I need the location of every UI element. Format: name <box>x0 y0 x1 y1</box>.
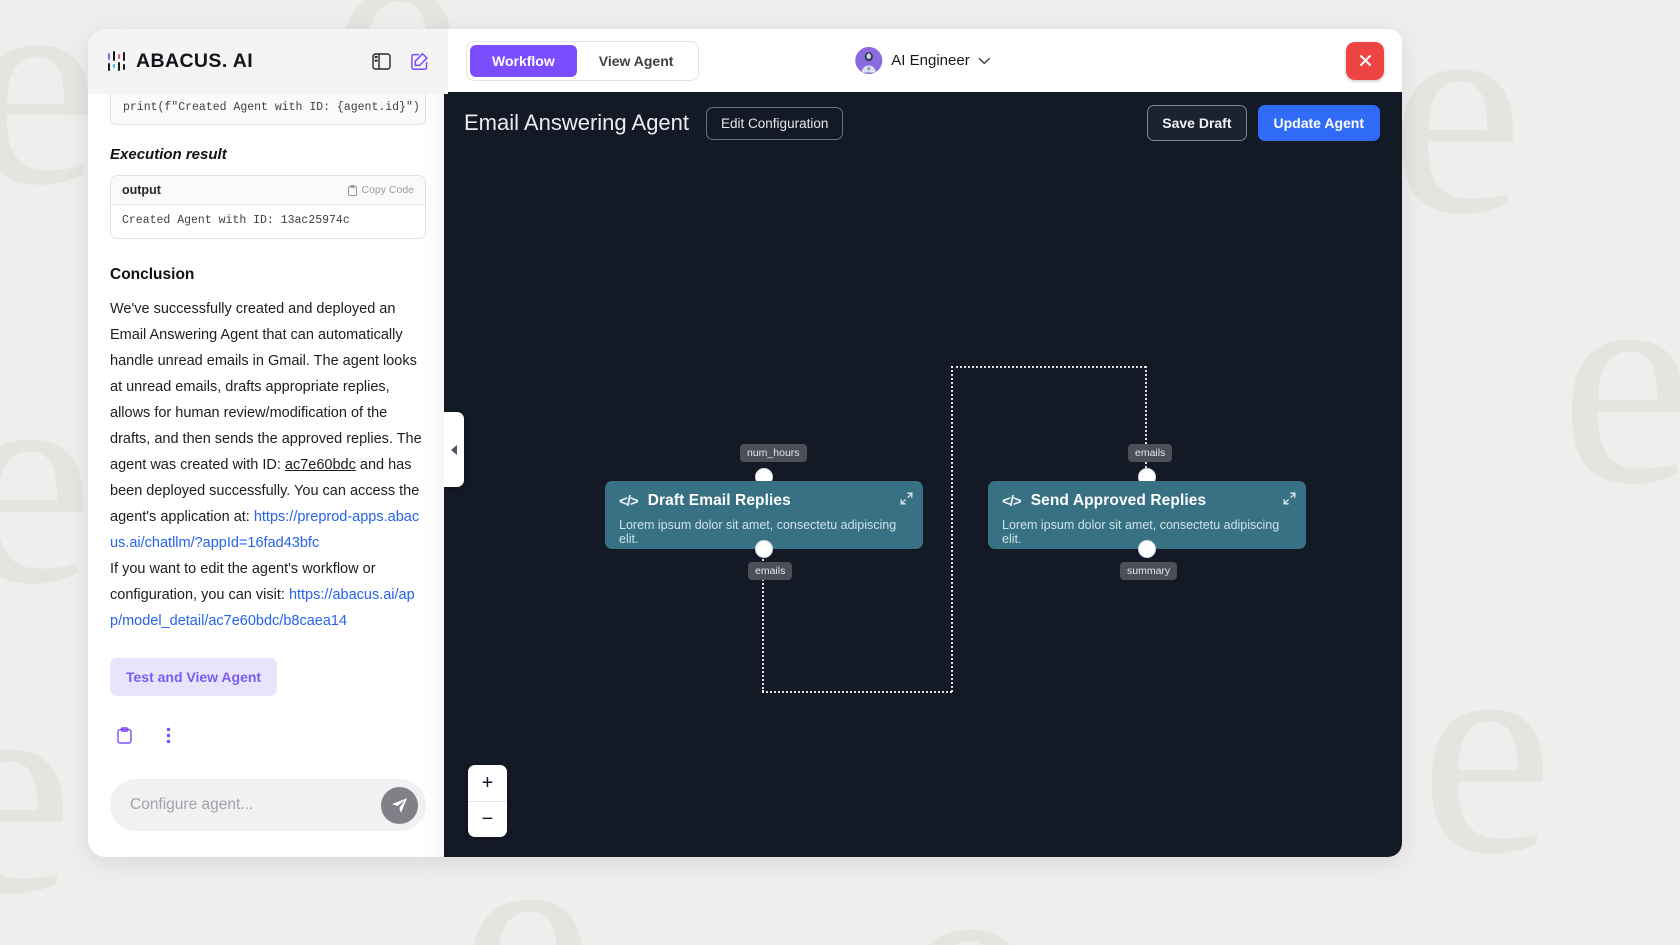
compose-icon[interactable] <box>408 51 430 73</box>
output-label: output <box>122 183 161 197</box>
output-card: output Copy Code Created Agent with ID: … <box>110 175 426 239</box>
conclusion-text-part-1: We've successfully created and deployed … <box>110 301 422 473</box>
update-agent-button[interactable]: Update Agent <box>1257 105 1380 141</box>
chevron-down-icon[interactable] <box>978 52 991 70</box>
chevron-left-icon <box>451 444 457 455</box>
clipboard-icon[interactable] <box>113 724 135 746</box>
brand-logo: ABACUS. AI <box>108 50 253 73</box>
test-and-view-agent-button[interactable]: Test and View Agent <box>110 658 278 696</box>
node-title: Draft Email Replies <box>647 492 791 509</box>
app-url-link[interactable]: https://preprod-apps.abacus.ai/chatllm/?… <box>110 509 420 551</box>
abacus-logo-icon <box>108 50 128 73</box>
workflow-canvas[interactable]: num_hours </> Draft Email Replies Lorem … <box>444 154 1402 857</box>
node-description: Lorem ipsum dolor sit amet, consectetu a… <box>1002 518 1280 546</box>
conclusion-paragraph-1: We've successfully created and deployed … <box>110 296 426 556</box>
agent-id-value: ac7e60bdc <box>284 457 356 473</box>
execution-result-title: Execution result <box>110 146 227 163</box>
page-title: Email Answering Agent <box>464 110 690 135</box>
copy-code-button[interactable]: Copy Code <box>348 184 414 196</box>
canvas-collapse-handle[interactable] <box>444 412 464 487</box>
zoom-controls: + − <box>468 765 507 837</box>
config-url-link[interactable]: https://abacus.ai/app/model_detail/ac7e6… <box>110 587 415 629</box>
chat-message-body: print(f"Created Agent with ID: {agent.id… <box>88 94 448 765</box>
send-icon[interactable] <box>381 786 418 824</box>
expand-icon[interactable] <box>900 492 913 508</box>
view-mode-tabs: Workflow View Agent <box>466 40 700 81</box>
output-port-emails-draft[interactable] <box>755 540 773 558</box>
edge-into-send-input <box>1145 366 1147 492</box>
sidebar-toggle-icon[interactable] <box>370 51 392 73</box>
workflow-panel: Workflow View Agent AI Engineer <box>444 29 1402 857</box>
zoom-in-button[interactable]: + <box>481 771 494 794</box>
conclusion-paragraph-2: If you want to edit the agent's workflow… <box>110 556 426 634</box>
copy-code-label: Copy Code <box>361 184 414 196</box>
code-brackets-icon: </> <box>1002 492 1022 510</box>
conclusion-text-part-3: If you want to edit the agent's workflow… <box>110 561 376 603</box>
port-label-num-hours: num_hours <box>740 444 807 462</box>
close-icon[interactable] <box>1346 41 1384 80</box>
conclusion-text-part-2: and has been deployed successfully. You … <box>110 457 420 525</box>
workflow-topbar: Workflow View Agent AI Engineer <box>444 29 1402 92</box>
chat-composer <box>88 765 448 857</box>
port-label-emails-send: emails <box>1128 444 1173 462</box>
output-value: Created Agent with ID: 13ac25974c <box>122 214 350 227</box>
edge-bottom-horizontal <box>762 691 952 693</box>
expand-icon[interactable] <box>1283 492 1296 508</box>
tab-view-agent[interactable]: View Agent <box>598 52 674 69</box>
node-title: Send Approved Replies <box>1030 492 1207 509</box>
port-label-summary: summary <box>1120 562 1178 580</box>
node-description: Lorem ipsum dolor sit amet, consectetu a… <box>619 518 897 546</box>
edge-draft-output-down <box>762 536 764 692</box>
more-vertical-icon[interactable] <box>157 724 179 746</box>
code-snippet-text: print(f"Created Agent with ID: {agent.id… <box>123 101 420 114</box>
brand-name: ABACUS. AI <box>136 50 254 72</box>
node-draft-email-replies[interactable]: </> Draft Email Replies Lorem ipsum dolo… <box>605 481 923 549</box>
edit-configuration-button[interactable]: Edit Configuration <box>706 106 844 140</box>
chat-input-container[interactable] <box>110 779 426 831</box>
robot-avatar-icon <box>855 47 883 74</box>
agent-selector[interactable]: AI Engineer <box>855 47 991 74</box>
save-draft-button[interactable]: Save Draft <box>1147 105 1247 141</box>
workflow-header: Email Answering Agent Edit Configuration… <box>444 92 1402 154</box>
chat-panel: ABACUS. AI print(f"Created Agent wit <box>88 29 448 857</box>
code-snippet-block: print(f"Created Agent with ID: {agent.id… <box>110 94 426 125</box>
clipboard-small-icon <box>348 184 358 196</box>
chat-input[interactable] <box>130 796 381 814</box>
message-actions <box>110 724 426 746</box>
edge-top-horizontal <box>951 366 1146 368</box>
conclusion-title: Conclusion <box>110 266 195 283</box>
zoom-out-button[interactable]: − <box>468 801 507 837</box>
chat-panel-header: ABACUS. AI <box>88 29 448 94</box>
edge-send-input-up <box>951 366 953 692</box>
code-brackets-icon: </> <box>619 492 639 510</box>
agent-selector-label: AI Engineer <box>891 52 970 69</box>
port-label-emails-draft: emails <box>748 562 793 580</box>
output-card-body: Created Agent with ID: 13ac25974c <box>111 205 425 238</box>
node-send-approved-replies[interactable]: </> Send Approved Replies Lorem ipsum do… <box>988 481 1306 549</box>
output-port-summary[interactable] <box>1138 540 1156 558</box>
tab-workflow[interactable]: Workflow <box>470 44 577 77</box>
output-card-header: output Copy Code <box>111 176 425 205</box>
